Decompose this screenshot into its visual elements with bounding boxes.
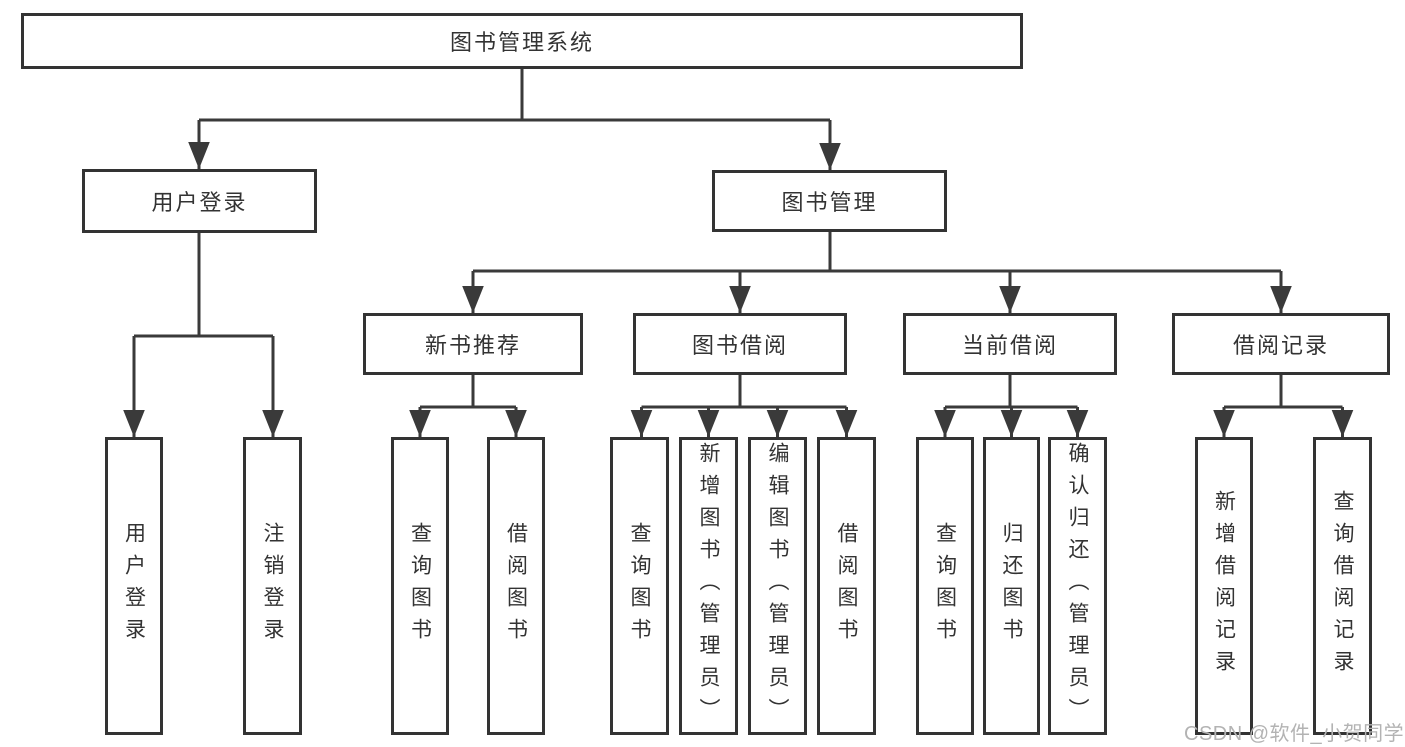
leaf-query-borrow-record: 查询借阅记录 xyxy=(1313,437,1372,735)
connector-root-to-level2 xyxy=(188,69,841,170)
leaf-query-books-recommend: 查询图书 xyxy=(391,437,449,735)
watermark: CSDN @软件_小贺同学 xyxy=(1184,723,1405,745)
connector-current-borrow-branch xyxy=(934,375,1089,437)
leaf-add-borrow-record: 新增借阅记录 xyxy=(1195,437,1253,735)
connector-user-login-branch xyxy=(123,233,284,437)
node-new-book-recommendation: 新书推荐 xyxy=(363,313,583,375)
leaf-edit-book-admin: 编辑图书（管理员） xyxy=(748,437,807,735)
leaf-query-books-current: 查询图书 xyxy=(916,437,974,735)
leaf-add-book-admin: 新增图书（管理员） xyxy=(679,437,738,735)
node-book-management: 图书管理 xyxy=(712,170,947,232)
leaf-logout: 注销登录 xyxy=(243,437,302,735)
node-library-management-system: 图书管理系统 xyxy=(21,13,1023,69)
connector-book-borrow-branch xyxy=(630,375,858,437)
leaf-confirm-return-admin: 确认归还（管理员） xyxy=(1048,437,1107,735)
node-borrowing-records: 借阅记录 xyxy=(1172,313,1390,375)
node-user-login: 用户登录 xyxy=(82,169,317,233)
connector-new-book-branch xyxy=(409,375,527,437)
leaf-user-login: 用户登录 xyxy=(105,437,163,735)
node-book-borrowing: 图书借阅 xyxy=(633,313,847,375)
connector-borrow-records-branch xyxy=(1213,375,1354,437)
leaf-return-book: 归还图书 xyxy=(983,437,1040,735)
leaf-query-books-borrowing: 查询图书 xyxy=(610,437,669,735)
node-current-borrowing: 当前借阅 xyxy=(903,313,1117,375)
leaf-borrow-books-borrowing: 借阅图书 xyxy=(817,437,876,735)
leaf-borrow-books-recommend: 借阅图书 xyxy=(487,437,545,735)
connector-book-management-branch xyxy=(462,232,1292,313)
